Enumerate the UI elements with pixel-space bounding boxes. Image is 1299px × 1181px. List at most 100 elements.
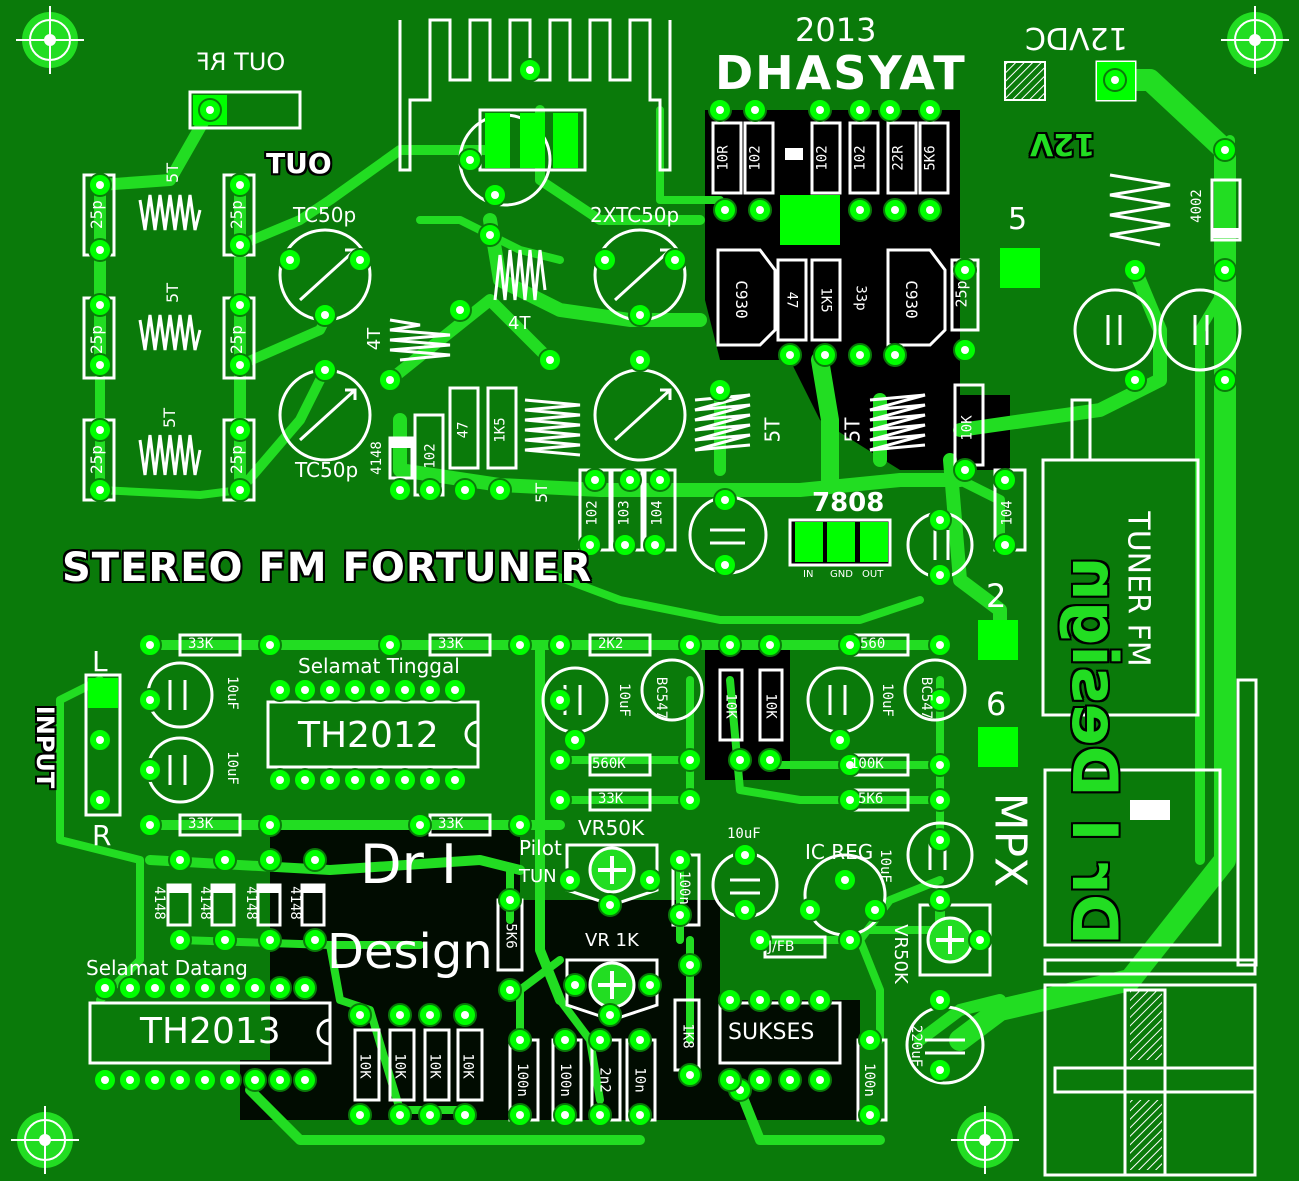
cap-25p-4: 25p [226, 325, 246, 354]
drill-hole [506, 986, 514, 994]
reg-pin-out: OUT [862, 569, 884, 580]
drill-hole [221, 936, 229, 944]
vdc-label: 12VDC [1025, 20, 1128, 55]
cap-104-row-b: 104 [999, 500, 1016, 526]
elco-10uf-5: 10uF [727, 826, 761, 842]
drill-hole [561, 1111, 569, 1119]
drill-hole [586, 541, 594, 549]
drill-hole [1111, 76, 1119, 84]
drill-hole [601, 256, 609, 264]
drill-hole [936, 641, 944, 649]
drill-hole [926, 106, 934, 114]
drill-hole [976, 936, 984, 944]
drill-hole [226, 984, 234, 992]
drill-hole [126, 984, 134, 992]
drill-hole [151, 984, 159, 992]
drill-hole [516, 641, 524, 649]
drill-hole [686, 796, 694, 804]
cap-25p-1: 25p [86, 200, 106, 229]
drill-hole [356, 1011, 364, 1019]
designer-line1: Dr I [360, 833, 457, 896]
ic-reg-label: IC REG [805, 840, 874, 864]
drill-hole [786, 351, 794, 359]
reg-label: 7808 [812, 488, 885, 518]
tuner-module [1041, 398, 1258, 1177]
pad6-label: 6 [986, 685, 1007, 723]
drill-hole [321, 366, 329, 374]
drill-hole [786, 996, 794, 1004]
drill-hole [636, 1036, 644, 1044]
drill-hole [546, 356, 554, 364]
drill-hole [101, 1076, 109, 1084]
drill-hole [816, 106, 824, 114]
tc1-label: TC50p [293, 203, 357, 227]
drill-hole [96, 796, 104, 804]
drill-hole [276, 984, 284, 992]
res-33k-3: 33K [188, 816, 214, 832]
drill-hole [646, 981, 654, 989]
drill-hole [326, 776, 334, 784]
drill-hole [806, 906, 814, 914]
elco-220uf: 220uF [908, 1024, 925, 1068]
drill-hole [506, 896, 514, 904]
drill-hole [606, 1011, 614, 1019]
round-pads [88, 58, 1237, 1127]
drill-hole [676, 911, 684, 919]
drill-hole [836, 736, 844, 744]
res-560: 560 [860, 636, 886, 652]
drill-hole [276, 686, 284, 694]
drill-hole [301, 984, 309, 992]
res-100k: 100K [850, 756, 884, 772]
drill-hole [426, 776, 434, 784]
drill-hole [201, 984, 209, 992]
res-2k2: 2K2 [598, 636, 624, 652]
cap-25p-7: 25p [952, 280, 971, 308]
drill-hole [936, 796, 944, 804]
copper-traces [56, 69, 1236, 1145]
drill-hole [1221, 376, 1229, 384]
v12-label: 12V [1030, 126, 1095, 161]
drill-hole [356, 1111, 364, 1119]
drill-hole [321, 311, 329, 319]
drill-hole [786, 1076, 794, 1084]
drill-hole [556, 696, 564, 704]
drill-hole [236, 181, 244, 189]
drill-hole [96, 301, 104, 309]
drill-hole [736, 756, 744, 764]
vr50k-pilot-label: VR50K [578, 816, 645, 840]
drill-hole [461, 486, 469, 494]
drill-hole [871, 906, 879, 914]
drill-hole [451, 686, 459, 694]
drill-hole [741, 851, 749, 859]
pad2-label: 2 [986, 577, 1007, 615]
drill-hole [686, 641, 694, 649]
drill-hole [626, 476, 634, 484]
res-10k-b3: 10K [426, 1053, 443, 1079]
drill-hole [856, 206, 864, 214]
drill-hole [251, 1076, 259, 1084]
brand-label: DHASYAT [715, 46, 967, 100]
input-label: INPUT [31, 705, 60, 789]
out-label: OUT [266, 147, 332, 180]
elco-10uf-1: 10uF [223, 676, 240, 710]
drill-hole [206, 106, 214, 114]
res-10r: 10R [715, 145, 732, 171]
board-title: STEREO FM FORTUNER [62, 545, 593, 591]
drill-hole [936, 896, 944, 904]
drill-hole [176, 856, 184, 864]
selamat-datang-label: Selamat Datang [86, 956, 248, 980]
drill-hole [176, 984, 184, 992]
coil-5t-d: 5T [531, 483, 551, 503]
drill-hole [516, 821, 524, 829]
drill-hole [756, 936, 764, 944]
drill-hole [856, 106, 864, 114]
drill-hole [146, 766, 154, 774]
drill-hole [426, 1011, 434, 1019]
cap-102-row: 102 [584, 500, 601, 526]
drill-hole [396, 1011, 404, 1019]
drill-hole [561, 1036, 569, 1044]
drill-hole [351, 776, 359, 784]
res-33k-2: 33K [438, 636, 464, 652]
drill-hole [96, 181, 104, 189]
drill-hole [721, 561, 729, 569]
